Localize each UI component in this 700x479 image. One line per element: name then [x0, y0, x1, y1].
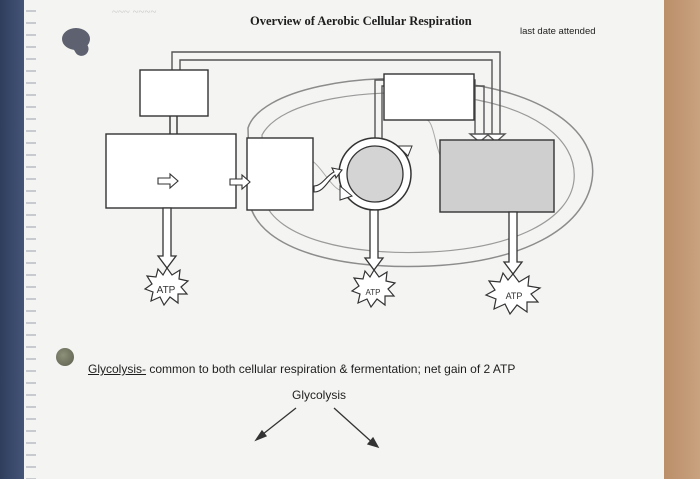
- box-pyruvate: [247, 138, 313, 210]
- glycolysis-branch-arrows: [256, 408, 378, 447]
- box-glycolysis: [106, 134, 236, 208]
- box-top-right: [384, 74, 474, 120]
- box-top-left: [140, 70, 208, 116]
- glycolysis-text: common to both cellular respiration & fe…: [146, 362, 515, 376]
- question-bullet: [56, 348, 74, 366]
- krebs-cycle: [339, 138, 412, 210]
- box-electron-transport: [440, 140, 554, 212]
- down-arrows: [158, 208, 522, 274]
- atp-label-3: ATP: [506, 291, 523, 301]
- glycolysis-description: Glycolysis- common to both cellular resp…: [88, 362, 515, 376]
- atp-label-2: ATP: [366, 288, 381, 297]
- glycolysis-sub-label: Glycolysis: [292, 388, 346, 402]
- atp-label-1: ATP: [157, 285, 176, 296]
- glycolysis-term: Glycolysis-: [88, 362, 146, 376]
